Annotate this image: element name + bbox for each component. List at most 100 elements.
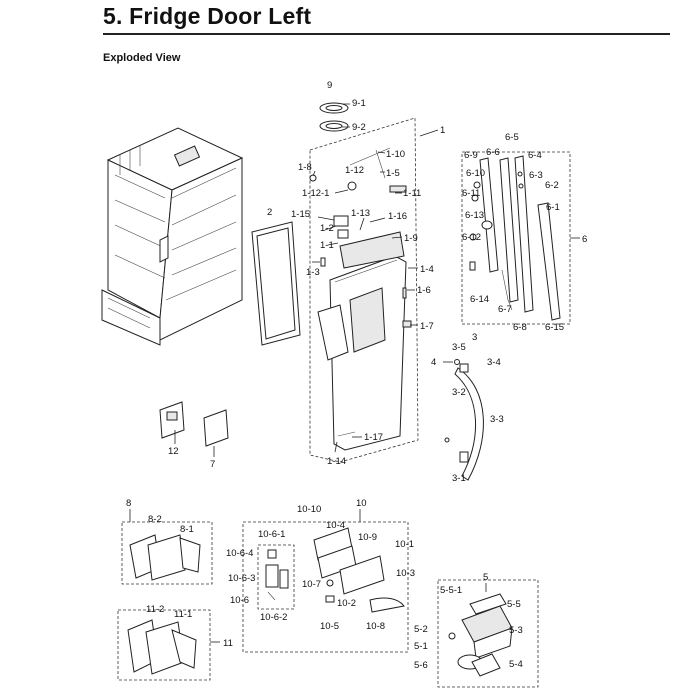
callout-1-6: 1-6 — [417, 285, 431, 296]
callout-1-2: 1-2 — [320, 223, 334, 234]
callout-1-9: 1-9 — [404, 233, 418, 244]
callout-10-3: 10-3 — [396, 568, 415, 579]
callout-1-16: 1-16 — [388, 211, 407, 222]
callout-7: 7 — [210, 459, 215, 470]
callout-9-1: 9-1 — [352, 98, 366, 109]
callout-11: 11 — [223, 638, 233, 649]
callout-5-3: 5-3 — [509, 625, 523, 636]
callout-3-2: 3-2 — [452, 387, 466, 398]
callout-5-4: 5-4 — [509, 659, 523, 670]
callout-1-15: 1-15 — [291, 209, 310, 220]
callout-1: 1 — [440, 125, 445, 136]
callout-1-7: 1-7 — [420, 321, 434, 332]
cover-parts — [159, 401, 229, 447]
callout-4: 4 — [431, 357, 436, 368]
dispenser-10-outline — [242, 521, 409, 653]
callout-10-7: 10-7 — [302, 579, 321, 590]
callout-labels: 9 9-1 9-2 1 1-10 1-8 1-12 1-5 1-12-1 1-1… — [126, 80, 587, 671]
ice-assembly-5-outline — [437, 579, 539, 688]
callout-8: 8 — [126, 498, 131, 509]
callout-6-13: 6-13 — [465, 210, 484, 221]
section-subtitle: Exploded View — [103, 52, 181, 64]
callout-10-6-4: 10-6-4 — [226, 548, 253, 559]
callout-1-10: 1-10 — [386, 149, 405, 160]
dispenser-parts-10 — [265, 527, 405, 613]
callout-1-17: 1-17 — [364, 432, 383, 443]
ice-assembly-parts-5 — [448, 593, 513, 677]
callout-1-12-1: 1-12-1 — [302, 188, 329, 199]
fridge-cabinet-illustration — [101, 127, 244, 346]
door-gasket-part — [251, 221, 301, 346]
callout-6-7: 6-7 — [498, 304, 512, 315]
callout-3-5: 3-5 — [452, 342, 466, 353]
callout-3: 3 — [472, 332, 477, 343]
callout-6-8: 6-8 — [513, 322, 527, 333]
callout-10: 10 — [356, 498, 367, 509]
callout-5-5: 5-5 — [507, 599, 521, 610]
door-bin-11 — [127, 619, 197, 675]
callout-11-2: 11-2 — [146, 604, 164, 615]
callout-6: 6 — [582, 234, 587, 245]
title-rule — [103, 33, 670, 35]
callout-12: 12 — [168, 446, 179, 457]
callout-10-4: 10-4 — [326, 520, 345, 531]
callout-5-6: 5-6 — [414, 660, 428, 671]
callout-10-2: 10-2 — [337, 598, 356, 609]
callout-6-4: 6-4 — [528, 150, 542, 161]
callout-6-9: 6-9 — [464, 150, 478, 161]
leader-lines — [129, 103, 580, 643]
callout-8-2: 8-2 — [148, 514, 162, 525]
callout-3-4: 3-4 — [487, 357, 501, 368]
callout-10-5: 10-5 — [320, 621, 339, 632]
callout-10-8: 10-8 — [366, 621, 385, 632]
callout-6-14: 6-14 — [470, 294, 489, 305]
callout-1-5: 1-5 — [386, 168, 400, 179]
callout-1-1: 1-1 — [320, 240, 334, 251]
callout-1-12: 1-12 — [345, 165, 364, 176]
callout-6-2: 6-2 — [545, 180, 559, 191]
callout-6-3: 6-3 — [529, 170, 543, 181]
callout-6-1: 6-1 — [546, 202, 560, 213]
callout-1-14: 1-14 — [327, 456, 346, 467]
callout-6-10: 6-10 — [466, 168, 485, 179]
callout-10-6-1: 10-6-1 — [258, 529, 285, 540]
callout-2: 2 — [267, 207, 272, 218]
callout-3-1: 3-1 — [452, 473, 466, 484]
callout-10-6-3: 10-6-3 — [228, 573, 255, 584]
callout-5-5-1: 5-5-1 — [440, 585, 462, 596]
callout-10-10: 10-10 — [297, 504, 321, 515]
callout-1-13: 1-13 — [351, 208, 370, 219]
callout-6-12: 6-12 — [462, 232, 481, 243]
bin-11-outline — [117, 609, 211, 681]
callout-10-6-2: 10-6-2 — [260, 612, 287, 623]
callout-1-11: 1-11 — [403, 188, 421, 199]
callout-1-3: 1-3 — [306, 267, 320, 278]
callout-6-15: 6-15 — [545, 322, 564, 333]
bin-8-outline — [121, 521, 213, 585]
callout-9-2: 9-2 — [352, 122, 366, 133]
callout-8-1: 8-1 — [180, 524, 194, 535]
callout-1-4: 1-4 — [420, 264, 434, 275]
sub-assembly-10-6-outline — [257, 544, 295, 610]
callout-1-8: 1-8 — [298, 162, 312, 173]
callout-6-11: 6-11 — [462, 188, 480, 199]
callout-6-5: 6-5 — [505, 132, 519, 143]
door-top-parts — [309, 102, 412, 437]
callout-6-6: 6-6 — [486, 147, 500, 158]
door-assembly-outline — [309, 117, 419, 463]
callout-10-6: 10-6 — [230, 595, 249, 606]
page-title: 5. Fridge Door Left — [103, 3, 312, 29]
callout-5: 5 — [483, 572, 488, 583]
hinge-side-parts — [469, 155, 561, 321]
callout-5-1: 5-1 — [414, 641, 428, 652]
callout-10-1: 10-1 — [395, 539, 414, 550]
door-bin-8 — [129, 534, 201, 581]
callout-9: 9 — [327, 80, 332, 91]
callout-11-1: 11-1 — [174, 609, 192, 620]
door-handle-part — [444, 359, 484, 481]
callout-5-2: 5-2 — [414, 624, 428, 635]
door-panel-part — [317, 231, 407, 451]
callout-10-9: 10-9 — [358, 532, 377, 543]
